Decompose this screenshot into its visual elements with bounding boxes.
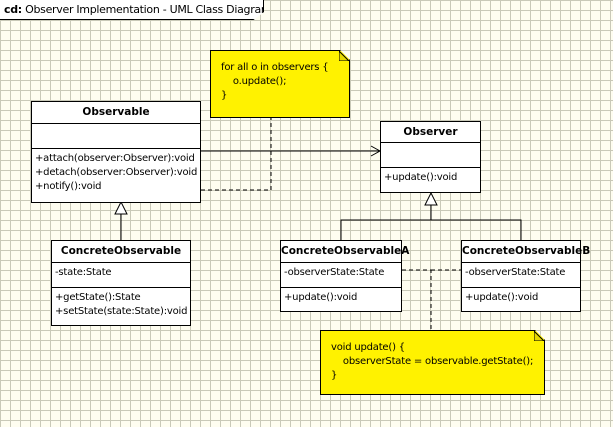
attributes-compartment: -observerState:State [281,263,401,288]
note-fold-icon [339,51,349,61]
note-line: observerState = observable.getState(); [331,356,534,367]
note-line: void update() { [331,342,405,353]
operations-compartment: +attach(observer:Observer):void +detach(… [32,149,200,197]
diagram-title: cd: Observer Implementation - UML Class … [4,3,272,16]
operation: +notify():void [35,181,102,192]
generalization-line-observers [340,219,522,240]
generalization-triangle-observer [424,191,438,206]
class-concrete-observable[interactable]: ConcreteObservable -state:State +getStat… [51,240,191,326]
class-name: ConcreteObservableB [462,241,590,263]
note-line: o.update(); [221,76,287,87]
operation: +setState(state:State):void [55,306,188,317]
note-fold-icon [534,331,544,341]
class-observable[interactable]: Observable +attach(observer:Observer):vo… [31,101,201,203]
class-name: ConcreteObservableA [281,241,409,263]
note-line: for all o in observers { [221,62,329,73]
class-concrete-observable-a[interactable]: ConcreteObservableA -observerState:State… [280,240,409,312]
diagram-frame-tab: cd: Observer Implementation - UML Class … [0,0,264,20]
diagram-name: Observer Implementation - UML Class Diag… [25,3,272,16]
notify-note-anchor [201,118,272,191]
operation: +detach(observer:Observer):void [35,167,198,178]
note-update[interactable]: void update() { observerState = observab… [320,330,545,395]
diagram-kind: cd: [4,3,22,16]
operation: +update():void [465,292,539,303]
update-note-anchor [402,269,432,330]
attribute: -observerState:State [284,267,385,278]
class-name: Observable [32,102,200,124]
operation: +attach(observer:Observer):void [35,153,195,164]
attribute: -observerState:State [465,267,566,278]
attributes-compartment [32,124,200,149]
operations-compartment: +getState():State +setState(state:State)… [52,288,190,322]
class-observer[interactable]: Observer +update():void [380,121,481,193]
attributes-compartment: -observerState:State [462,263,580,288]
class-name: Observer [381,122,480,143]
class-name: ConcreteObservable [52,241,190,263]
attributes-compartment: -state:State [52,263,190,288]
operation: +update():void [284,292,358,303]
class-concrete-observable-b[interactable]: ConcreteObservableB -observerState:State… [461,240,590,312]
note-line: } [221,90,228,101]
attributes-compartment [381,143,480,168]
operations-compartment: +update():void [281,288,401,308]
operation: +getState():State [55,292,141,303]
generalization-triangle-observable [114,200,128,215]
operation: +update():void [384,172,458,183]
note-line: } [331,370,338,381]
note-notify[interactable]: for all o in observers { o.update(); } [210,50,350,118]
operations-compartment: +update():void [462,288,580,308]
operations-compartment: +update():void [381,168,480,188]
attribute: -state:State [55,267,112,278]
